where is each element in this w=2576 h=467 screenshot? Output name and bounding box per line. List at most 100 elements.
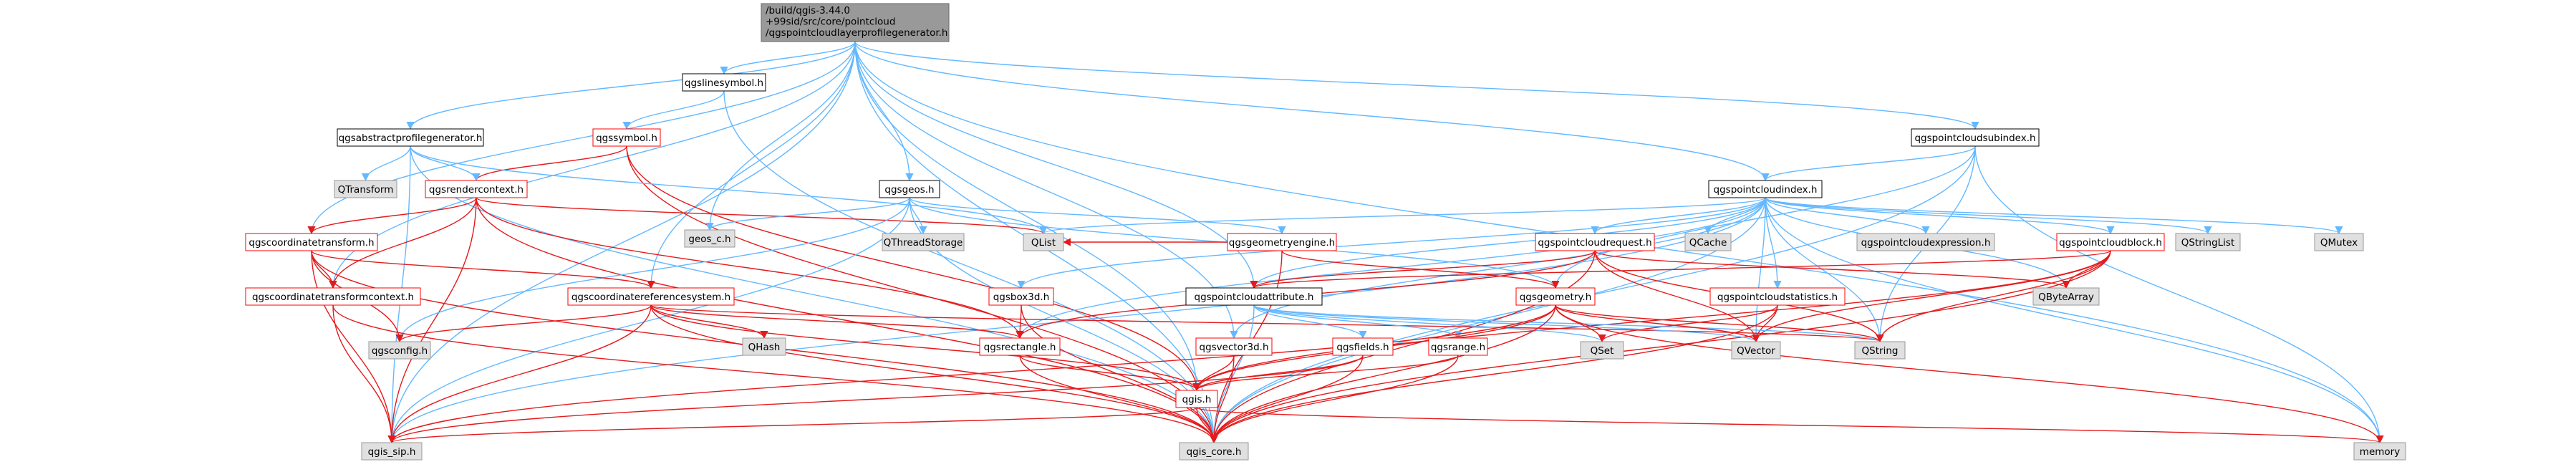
node-label: QByteArray	[2038, 292, 2094, 303]
edge-qgscoordinatetransform-to-qgscoordinatetransformcontext	[311, 250, 337, 289]
node-qgis_core: qgis_core.h	[1179, 442, 1249, 461]
node-box	[2314, 233, 2364, 251]
edge-qgscoordinatereferencesystem-to-qgis_core	[650, 304, 1218, 444]
node-qgsgeometry[interactable]: qgsgeometry.h	[1515, 287, 1596, 306]
edge-qgspointcloudindex-to-qstring	[1765, 197, 1884, 343]
node-label: memory	[2360, 446, 2400, 458]
node-qgsgeometryengine[interactable]: qgsgeometryengine.h	[1227, 233, 1337, 251]
node-label: qgis_sip.h	[368, 446, 416, 458]
node-qgspointcloudindex[interactable]: qgspointcloudindex.h	[1708, 180, 1823, 198]
edge-qgspointcloudindex-to-qmutex	[1765, 197, 2343, 235]
edge-root-to-qgscoordinatetransform	[307, 41, 856, 235]
edge-qgis-to-qgis_core	[1196, 407, 1218, 444]
node-label: qgssymbol.h	[596, 133, 657, 144]
node-label: qgsgeometry.h	[1520, 292, 1592, 303]
node-qgsabstractprofilegenerator[interactable]: qgsabstractprofilegenerator.h	[337, 128, 484, 147]
node-qgspointcloudsubindex[interactable]: qgspointcloudsubindex.h	[1911, 128, 2040, 147]
node-qset: QSet	[1580, 341, 1624, 360]
edge-qgslinesymbol-to-qgssymbol	[622, 90, 725, 130]
node-box	[368, 341, 431, 360]
edge-qgspointcloudsubindex-to-qgspointcloudindex	[1761, 145, 1976, 182]
edge-qgspointcloudblock-to-qgis_core	[1210, 250, 2111, 444]
node-qgis[interactable]: qgis.h	[1175, 390, 1218, 408]
edge-qgsrendercontext-to-qgscoordinatetransformcontext	[329, 197, 477, 289]
node-qgslinesymbol[interactable]: qgslinesymbol.h	[682, 73, 766, 92]
edge-root-to-qgscoordinatetransformcontext	[329, 41, 856, 289]
edge-qgsgeometry-to-qstring	[1555, 304, 1884, 343]
node-qgsvector3d[interactable]: qgsvector3d.h	[1195, 337, 1273, 356]
node-qbytearray: QByteArray	[2032, 287, 2100, 306]
node-qgspointcloudblock[interactable]: qgspointcloudblock.h	[2056, 233, 2165, 251]
node-qgscoordinatetransform[interactable]: qgscoordinatetransform.h	[245, 233, 378, 251]
edge-qgssymbol-to-qgis_core	[626, 145, 1218, 444]
node-label: qgspointcloudsubindex.h	[1914, 133, 2035, 144]
node-qgsbox3d[interactable]: qgsbox3d.h	[988, 287, 1054, 306]
node-box	[1185, 287, 1323, 306]
node-box	[1854, 341, 1906, 360]
edge-qgscoordinatetransformcontext-to-qgis_core	[332, 304, 1218, 444]
edge-qgscoordinatereferencesystem-to-qhash	[650, 304, 768, 340]
edge-qgscoordinatetransform-to-qgscoordinatereferencesystem	[311, 250, 655, 289]
node-qstringlist: QStringList	[2175, 233, 2241, 251]
edge-qgscoordinatetransform-to-qgis_sip	[311, 250, 396, 444]
node-box	[1709, 287, 1846, 306]
edge-qgspointcloudrequest-to-qvector	[1594, 250, 1760, 343]
edge-qgspointcloudindex-to-qgspointcloudexpression	[1765, 197, 1930, 235]
edge-qgsgeos-to-qgis_sip	[387, 197, 910, 444]
node-label: qgsgeos.h	[884, 184, 934, 196]
edge-qgsabstractprofilegenerator-to-qtransform	[361, 145, 411, 182]
edge-qgsfields-to-qgis_sip	[387, 355, 1364, 444]
node-box	[1911, 128, 2040, 147]
node-box	[1515, 287, 1596, 306]
node-qgscoordinatereferencesystem[interactable]: qgscoordinatereferencesystem.h	[567, 287, 735, 306]
node-qthreadstorage: QThreadStorage	[882, 233, 965, 251]
node-label: qgsvector3d.h	[1200, 342, 1269, 353]
node-qgscoordinatetransformcontext[interactable]: qgscoordinatetransformcontext.h	[245, 287, 421, 306]
node-label: QHash	[748, 342, 781, 353]
node-label: qgsbox3d.h	[993, 292, 1050, 303]
node-root[interactable]: /build/qgis-3.44.0+99sid/src/core/pointc…	[761, 3, 950, 42]
node-qgsrectangle[interactable]: qgsrectangle.h	[979, 337, 1061, 356]
node-box	[2032, 287, 2100, 306]
node-box	[1175, 390, 1218, 408]
node-qcache: QCache	[1684, 233, 1732, 251]
node-qgsgeos[interactable]: qgsgeos.h	[879, 180, 940, 198]
node-qgspointcloudrequest[interactable]: qgspointcloudrequest.h	[1535, 233, 1655, 251]
node-label: qgis_core.h	[1187, 446, 1242, 458]
node-box	[2353, 442, 2406, 461]
edge-qgis-to-memory	[1196, 407, 2383, 444]
node-box	[2175, 233, 2241, 251]
edge-qgspointcloudattribute-to-qstring	[1253, 304, 1884, 343]
node-qgspointcloudattribute[interactable]: qgspointcloudattribute.h	[1185, 287, 1323, 306]
edge-qgspointcloudindex-to-qvector	[1752, 197, 1766, 343]
node-label: QVector	[1737, 345, 1775, 357]
node-qgspointcloudstatistics[interactable]: qgspointcloudstatistics.h	[1709, 287, 1846, 306]
edge-qgspointcloudattribute-to-qvector	[1253, 304, 1760, 343]
node-label: qgspointcloudindex.h	[1714, 184, 1818, 196]
node-label: qgsfields.h	[1336, 342, 1389, 353]
graph-nodes: /build/qgis-3.44.0+99sid/src/core/pointc…	[245, 3, 2406, 461]
node-qgssymbol[interactable]: qgssymbol.h	[592, 128, 661, 147]
node-box	[2056, 233, 2165, 251]
node-label: qgslinesymbol.h	[685, 77, 763, 89]
node-box	[979, 337, 1061, 356]
edge-qgsgeos-to-qthreadstorage	[909, 197, 927, 235]
node-label: qgscoordinatetransform.h	[249, 237, 374, 249]
node-qgsrange[interactable]: qgsrange.h	[1428, 337, 1488, 356]
node-qgsfields[interactable]: qgsfields.h	[1332, 337, 1394, 356]
edge-qgsgeometry-to-qvector	[1555, 304, 1760, 343]
node-qgsrendercontext[interactable]: qgsrendercontext.h	[425, 180, 528, 198]
edge-qgsgeos-to-qgsgeometryengine	[909, 197, 1286, 235]
edge-qgspointcloudindex-to-qgsbox3d	[1017, 197, 1766, 289]
edge-qgspointcloudindex-to-qgspointcloudrequest	[1591, 197, 1766, 235]
node-box	[1684, 233, 1732, 251]
node-qstring: QString	[1854, 341, 1906, 360]
node-label: QList	[1031, 237, 1056, 249]
node-label: QSet	[1591, 345, 1614, 357]
edge-qgspointcloudattribute-to-qgis_core	[1210, 304, 1255, 444]
edge-qgspointcloudrequest-to-qgspointcloudattribute	[1250, 250, 1596, 289]
node-label: qgspointcloudattribute.h	[1195, 292, 1314, 303]
edge-qgspointcloudindex-to-qlist	[1039, 197, 1766, 235]
node-box	[1227, 233, 1337, 251]
node-label: qgspointcloudstatistics.h	[1717, 292, 1838, 303]
